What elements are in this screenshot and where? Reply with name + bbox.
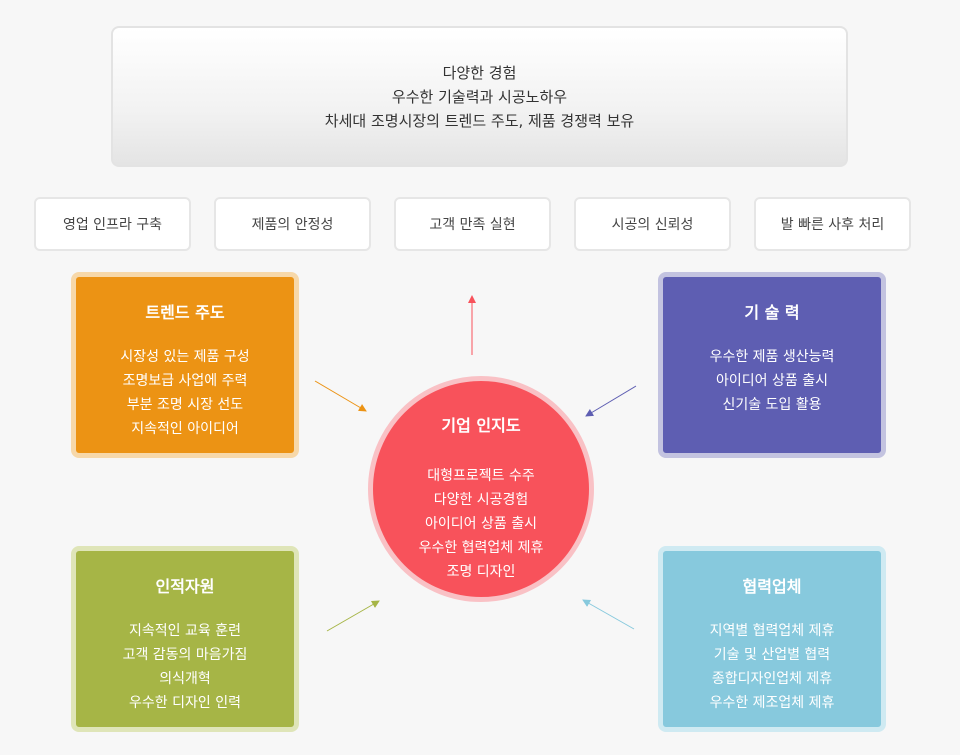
card-hr: 인적자원 지속적인 교육 훈련 고객 감동의 마음가짐 의식개혁 우수한 디자인… [71,546,299,732]
card-item: 시장성 있는 제품 구성 [120,349,250,365]
value-pill-product-stability: 제품의 안정성 [214,197,371,251]
summary-box: 다양한 경험 우수한 기술력과 시공노하우 차세대 조명시장의 트렌드 주도, … [111,26,848,167]
card-item: 아이디어 상품 출시 [716,373,828,389]
center-circle: 기업 인지도 대형프로젝트 수주 다양한 시공경험 아이디어 상품 출시 우수한… [368,376,594,602]
card-trend: 트렌드 주도 시장성 있는 제품 구성 조명보급 사업에 주력 부분 조명 시장… [71,272,299,458]
value-pill-after-service: 발 빠른 사후 처리 [754,197,911,251]
card-item: 의식개혁 [159,671,211,687]
value-pill-construction-trust: 시공의 신뢰성 [574,197,731,251]
card-partner: 협력업체 지역별 협력업체 제휴 기술 및 산업별 협력 종합디자인업체 제휴 … [658,546,886,732]
card-title: 트렌드 주도 [145,303,225,322]
center-item: 대형프로젝트 수주 [427,468,535,484]
card-tech: 기 술 력 우수한 제품 생산능력 아이디어 상품 출시 신기술 도입 활용 [658,272,886,458]
value-pill-sales-infra: 영업 인프라 구축 [34,197,191,251]
center-item: 우수한 협력업체 제휴 [418,540,544,556]
card-item: 부분 조명 시장 선도 [126,397,244,413]
card-item: 기술 및 산업별 협력 [713,647,831,663]
card-item: 지속적인 교육 훈련 [129,623,241,639]
arrow-trend [314,380,367,412]
card-title: 인적자원 [155,577,215,596]
card-item: 우수한 제품 생산능력 [709,349,835,365]
card-item: 지역별 협력업체 제휴 [709,623,835,639]
summary-line: 다양한 경험 [442,63,517,82]
card-item: 지속적인 아이디어 [131,421,239,437]
arrow-partner [582,599,635,630]
value-pill-customer-satisfaction: 고객 만족 실현 [394,197,551,251]
card-item: 고객 감동의 마음가짐 [122,647,248,663]
arrow-tech [585,385,637,417]
card-item: 신기술 도입 활용 [722,397,822,413]
summary-line: 차세대 조명시장의 트렌드 주도, 제품 경쟁력 보유 [324,111,635,130]
card-item: 조명보급 사업에 주력 [122,373,248,389]
card-title: 기 술 력 [744,303,800,322]
card-item: 우수한 디자인 인력 [129,695,241,711]
center-title: 기업 인지도 [441,416,521,435]
center-item: 아이디어 상품 출시 [425,516,537,532]
summary-line: 우수한 기술력과 시공노하우 [391,87,568,106]
arrow-hr [326,600,380,632]
center-item: 다양한 시공경험 [433,492,529,508]
center-item: 조명 디자인 [446,564,516,580]
card-item: 우수한 제조업체 제휴 [709,695,835,711]
card-title: 협력업체 [742,577,802,596]
card-item: 종합디자인업체 제휴 [711,671,833,687]
